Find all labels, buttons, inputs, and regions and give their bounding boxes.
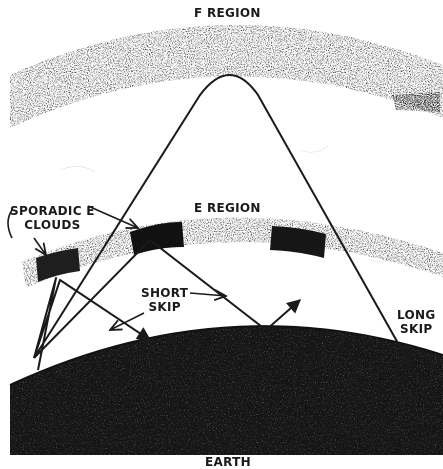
sporadic-e-cloud (36, 248, 80, 282)
f-region-band (10, 25, 443, 128)
sporadic-e-label-line1: SPORADIC E (10, 204, 95, 218)
earth-surface (10, 285, 443, 455)
short-skip-label: SHORT SKIP (141, 286, 188, 314)
f-region-label: F REGION (194, 6, 261, 20)
short-skip-label-line2: SKIP (141, 300, 188, 314)
long-skip-label-line2: SKIP (397, 322, 436, 336)
sporadic-e-label: SPORADIC E CLOUDS (10, 204, 95, 232)
earth-label: EARTH (205, 455, 251, 469)
short-skip-label-line1: SHORT (141, 286, 188, 300)
sporadic-pointer (88, 206, 138, 228)
sporadic-e-label-line2: CLOUDS (10, 218, 95, 232)
long-skip-label-line1: LONG (397, 308, 436, 322)
long-skip-label: LONG SKIP (397, 308, 436, 336)
e-region-label: E REGION (194, 201, 261, 215)
sporadic-pointer-lower (34, 238, 46, 255)
